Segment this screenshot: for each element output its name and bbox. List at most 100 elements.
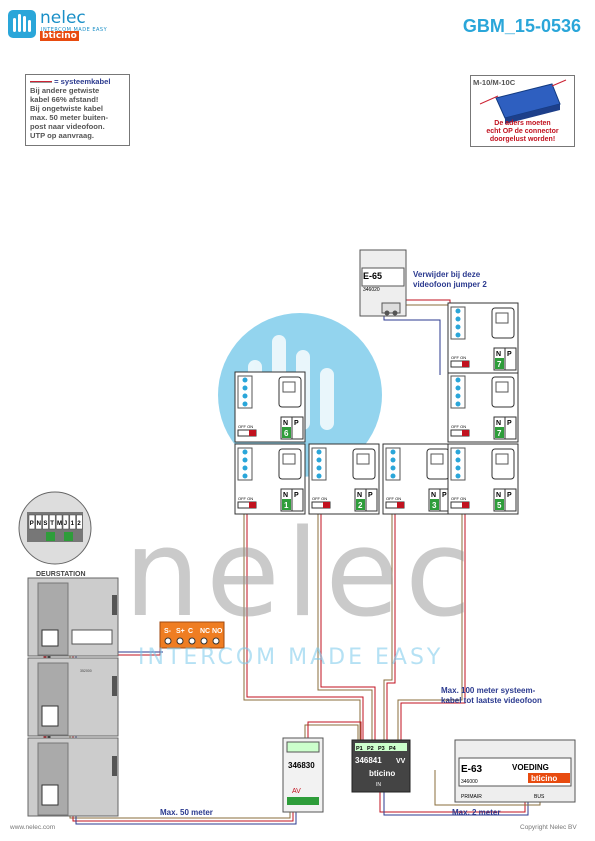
monitor-number: 1 [284, 501, 289, 510]
monitor-p-label: P [507, 420, 512, 427]
monitor-n-label: N [283, 492, 288, 499]
interface-code: 346830 [288, 761, 315, 770]
jumper-green [46, 532, 55, 541]
psu-module [454, 739, 576, 803]
terminal-slot [35, 514, 42, 530]
terminal-label: J [64, 521, 67, 527]
e65-module [359, 249, 407, 317]
cable-note-line: Bij andere getwiste [30, 86, 100, 95]
terminal-label: P [30, 521, 34, 527]
cable-note: = systeemkabel Bij andere getwiste kabel… [25, 74, 130, 146]
watermark-tagline: INTERCOM MADE EASY [138, 645, 444, 670]
monitor-p-label: P [507, 351, 512, 358]
relay-label: S+ [176, 628, 185, 635]
monitor-n-label: N [357, 492, 362, 499]
m10-module-image [479, 79, 567, 124]
monitor-switch-label: OFF ON [238, 496, 253, 501]
relay-screw [188, 637, 196, 645]
monitor-number: 5 [497, 501, 502, 510]
relay-screw [200, 637, 208, 645]
monitor-switch-label: OFF ON [451, 424, 466, 429]
relay-label: NO [212, 628, 223, 635]
monitor-number: 7 [497, 360, 502, 369]
monitor-switch-label: OFF ON [312, 496, 327, 501]
splitter-brand: bticino [369, 769, 395, 778]
terminal-slot [42, 514, 49, 530]
e65-note-line: videofoon jumper 2 [413, 280, 487, 289]
panel-label: DEURSTATION [36, 571, 86, 578]
terminal-slot [76, 514, 83, 530]
terminal-label: 2 [77, 521, 81, 527]
nelec-logo-icon [8, 10, 36, 38]
monitor-switch-label: OFF ON [386, 496, 401, 501]
door-panel [27, 577, 119, 817]
brand-name: nelec [40, 8, 86, 28]
monitor-number: 6 [284, 429, 289, 438]
panel-run-label: Max. 50 meter [160, 808, 213, 817]
splitter-port: P3 [378, 746, 385, 752]
monitor-n-label: N [496, 351, 501, 358]
doc-code: GBM_15-0536 [462, 16, 581, 36]
module-warning-line: doorgelust worden! [489, 136, 556, 143]
module-warning-line: echt OP de connector [486, 128, 559, 135]
splitter-code: 346841 [355, 756, 382, 765]
cable-note-line: max. 50 meter buiten- [30, 113, 109, 122]
module-note: M-10/M-10C De aders moeten echt OP de co… [470, 75, 575, 147]
partner-brand: bticino [40, 31, 79, 41]
psu-primary: PRIMAIR [461, 794, 482, 800]
e65-note: Verwijder bij deze videofoon jumper 2 [413, 270, 487, 290]
relay-label: S- [164, 628, 172, 635]
splitter-port: P2 [367, 746, 374, 752]
interface-label: AV [292, 788, 301, 795]
psu-model: E-63 [461, 764, 483, 775]
psu-run-label: Max. 2 meter [452, 808, 501, 817]
terminal-label: N [37, 521, 41, 527]
monitor-n-label: N [431, 492, 436, 499]
cable-note-line: Bij ongetwiste kabel [30, 104, 104, 113]
terminal-label: S [43, 521, 47, 527]
terminal-label: M [57, 521, 62, 527]
monitor-n-label: N [283, 420, 288, 427]
terminal-slot [69, 514, 76, 530]
e65-code: 346020 [363, 287, 380, 293]
footer-website: www.nelec.com [10, 824, 56, 831]
monitor-p-label: P [294, 420, 299, 427]
panel-module-code: 352000 [80, 669, 92, 673]
monitor-n-label: N [496, 420, 501, 427]
splitter-in: IN [376, 782, 381, 788]
cable-legend: = systeemkabel [54, 77, 111, 86]
monitor-p-label: P [368, 492, 373, 499]
interface-module [282, 737, 324, 813]
module-warning: De aders moeten echt OP de connector doo… [473, 120, 572, 144]
monitor-switch-label: OFF ON [451, 496, 466, 501]
cable-note-line: post naar videofoon. [30, 122, 105, 131]
footer-copyright: Copyright Nelec BV [520, 824, 577, 831]
splitter-vv: VV [396, 758, 406, 765]
e65-note-line: Verwijder bij deze [413, 270, 481, 279]
monitor-number: 2 [358, 501, 363, 510]
relay-label: C [188, 628, 193, 635]
brand-tagline: INTERCOM MADE EASY [41, 27, 108, 33]
relay-label: NC [200, 628, 210, 635]
module-model: M-10/M-10C [473, 78, 516, 87]
module-warning-line: De aders moeten [494, 120, 551, 127]
splitter-module [351, 739, 411, 793]
watermark-brand: nelec [124, 505, 478, 644]
terminal-slot [49, 514, 56, 530]
psu-code: 346000 [461, 779, 478, 785]
psu-bus: BUS [534, 794, 545, 800]
cable-swatch-icon [30, 81, 52, 83]
splitter-port: P4 [389, 746, 397, 752]
monitor-p-label: P [442, 492, 447, 499]
terminal-label: 1 [71, 521, 75, 527]
relay-screw [176, 637, 184, 645]
cable-note-line: kabel 66% afstand! [30, 95, 99, 104]
monitor-p-label: P [507, 492, 512, 499]
